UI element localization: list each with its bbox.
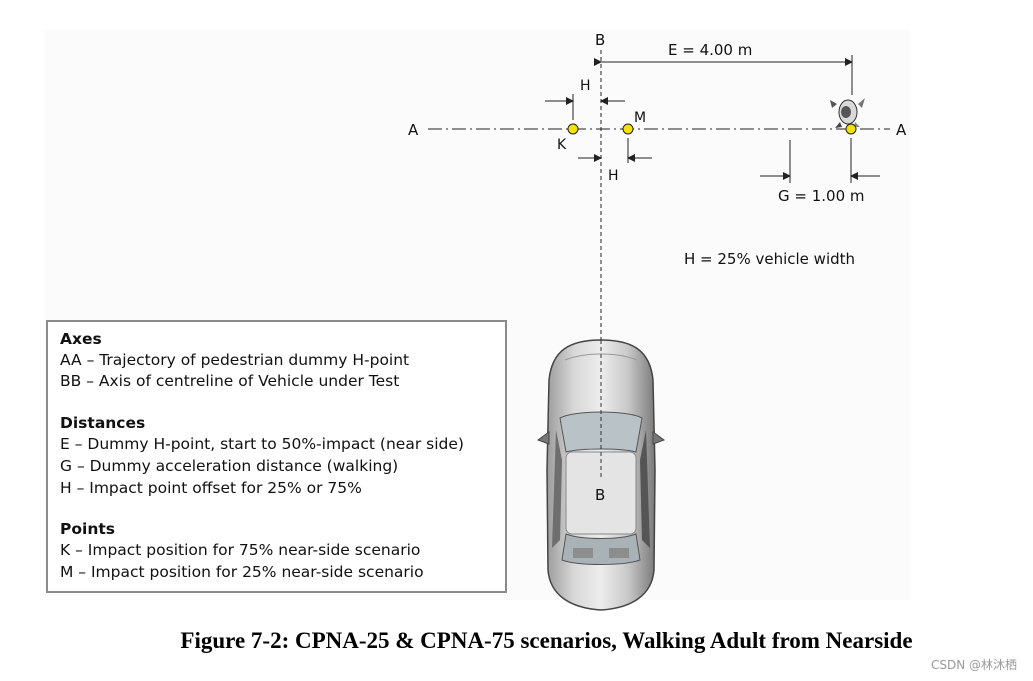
figure-caption: Figure 7-2: CPNA-25 & CPNA-75 scenarios,… bbox=[180, 628, 913, 653]
legend-distance-item-e: E – Dummy H-point, start to 50%-impact (… bbox=[60, 435, 464, 453]
legend-distances-title: Distances bbox=[60, 414, 146, 432]
point-k-marker bbox=[567, 123, 579, 135]
legend-point-item-k: K – Impact position for 75% near-side sc… bbox=[60, 541, 421, 559]
legend-axes-item-aa: AA – Trajectory of pedestrian dummy H-po… bbox=[60, 351, 410, 369]
dummy-h-point-marker bbox=[845, 123, 857, 135]
legend-box: Axes AA – Trajectory of pedestrian dummy… bbox=[46, 320, 507, 593]
pedestrian-dummy-icon bbox=[830, 98, 865, 128]
legend-points-title: Points bbox=[60, 520, 115, 538]
note-h-vehicle-width: H = 25% vehicle width bbox=[684, 250, 855, 268]
legend-axes-title: Axes bbox=[60, 330, 102, 348]
axis-b-top-label: B bbox=[595, 31, 605, 49]
legend-axes-item-bb: BB – Axis of centreline of Vehicle under… bbox=[60, 372, 400, 390]
legend-distance-item-g: G – Dummy acceleration distance (walking… bbox=[60, 457, 399, 475]
watermark: CSDN @林沐栖 bbox=[930, 658, 1017, 672]
dimension-h-top-label: H bbox=[580, 78, 591, 94]
point-m-marker bbox=[622, 123, 634, 135]
axis-a-left-label: A bbox=[408, 121, 419, 139]
legend-point-item-m: M – Impact position for 25% near-side sc… bbox=[60, 563, 424, 581]
axis-a-right-label: A bbox=[896, 121, 907, 139]
point-m-label: M bbox=[634, 110, 646, 126]
axis-b-car-label: B bbox=[595, 486, 605, 504]
dimension-e-label: E = 4.00 m bbox=[668, 41, 752, 59]
legend-distance-item-h: H – Impact point offset for 25% or 75% bbox=[60, 479, 362, 497]
point-k-label: K bbox=[557, 137, 567, 153]
dimension-g-label: G = 1.00 m bbox=[778, 187, 865, 205]
dimension-h-bottom-label: H bbox=[608, 168, 619, 184]
